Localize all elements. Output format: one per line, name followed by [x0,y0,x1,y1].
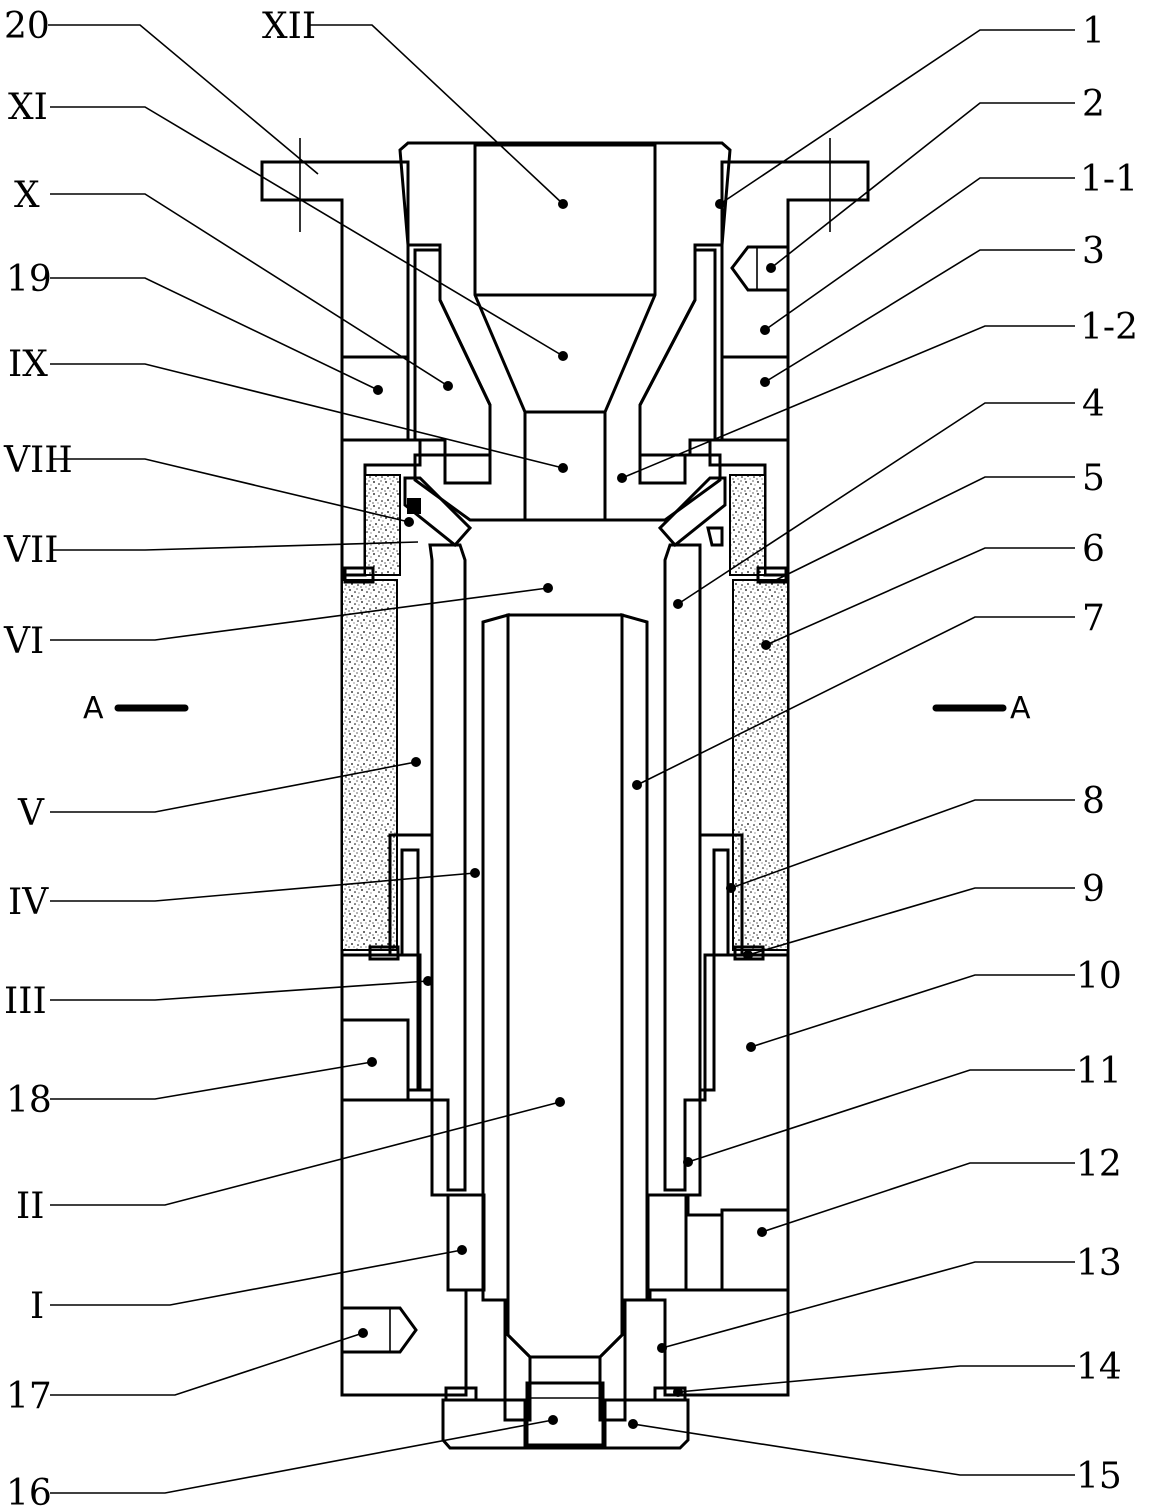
label-14: 14 [1076,1347,1122,1388]
bottom-plug [443,1195,688,1448]
label-11: 11 [1076,1051,1122,1092]
label-IV: IV [8,882,49,923]
label-8: 8 [1082,781,1105,822]
label-4: 4 [1082,384,1105,425]
label-20: 20 [4,6,50,47]
label-18: 18 [6,1080,52,1121]
label-7: 7 [1082,598,1105,639]
label-5: 5 [1082,458,1105,499]
label-1-1: 1-1 [1080,159,1138,200]
label-17: 17 [6,1376,52,1417]
label-I: I [30,1286,44,1327]
label-II: II [16,1186,44,1227]
core-tube [483,615,647,1420]
section-marks: A A [83,691,1031,726]
leader-lines [48,25,1075,1493]
reference-points [358,199,776,1429]
label-III: III [4,981,47,1022]
label-16: 16 [6,1473,52,1512]
label-19: 19 [6,259,52,300]
insulation-filler [342,475,788,959]
label-9: 9 [1082,869,1105,910]
label-VII: VII [3,530,58,571]
label-IX: IX [8,344,48,385]
label-XI: XI [8,87,48,128]
label-10: 10 [1076,956,1122,997]
label-3: 3 [1082,231,1105,272]
label-6: 6 [1082,529,1105,570]
label-1: 1 [1082,11,1105,52]
mid-sleeve [390,835,742,1090]
label-13: 13 [1076,1243,1122,1284]
label-VIII: VIII [3,440,73,481]
label-15: 15 [1076,1456,1122,1497]
spreader-cone [405,478,725,545]
section-label-right: A [1010,691,1031,726]
label-VI: VI [3,621,44,662]
label-1-2: 1-2 [1080,307,1138,348]
label-X: X [14,175,40,216]
label-2: 2 [1082,84,1105,125]
right-labels: 1 2 1-1 3 1-2 4 5 6 7 8 9 10 11 12 13 14… [1076,11,1138,1497]
label-XII: XII [262,6,316,47]
section-label-left: A [83,691,104,726]
label-12: 12 [1076,1144,1122,1185]
inner-sleeve [430,545,700,1190]
label-V: V [17,793,45,834]
